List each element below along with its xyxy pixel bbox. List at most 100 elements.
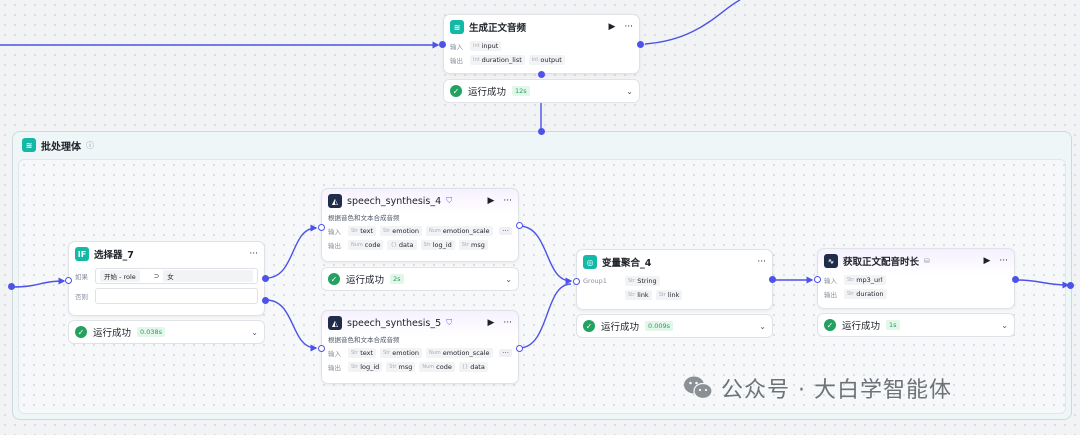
info-icon[interactable]: ⓘ xyxy=(86,140,94,150)
wechat-logo xyxy=(684,376,713,400)
play-icon[interactable]: ▶ xyxy=(983,256,991,266)
port-aggregate-out[interactable] xyxy=(769,276,776,283)
play-icon[interactable]: ▶ xyxy=(608,22,616,32)
more-inputs-button[interactable]: ··· xyxy=(499,227,512,235)
node-speech-synthesis-4[interactable]: ◭ speech_synthesis_4 ⛉ ▶ ··· 根据音色和文本合成音频… xyxy=(321,188,519,262)
port-speech5-out[interactable] xyxy=(516,345,523,352)
more-icon[interactable]: ··· xyxy=(757,257,766,267)
if-icon: IF xyxy=(75,247,89,261)
batch-title: 批处理体 xyxy=(41,141,81,153)
port-gen-audio-in[interactable] xyxy=(439,41,446,48)
batch-header: ≋ 批处理体 ⓘ xyxy=(13,132,1071,158)
node-title: 获取正文配音时长 xyxy=(843,257,920,268)
watermark: 公众号 · 大白学智能体 xyxy=(683,372,952,404)
audio-wave-icon: ◭ xyxy=(328,194,342,208)
node-actions: ··· xyxy=(757,257,766,267)
input-label: 输入 xyxy=(328,228,341,236)
chevron-down-icon[interactable]: ⌄ xyxy=(759,321,766,331)
status-text: 运行成功 xyxy=(601,322,640,333)
port-speech5-in[interactable] xyxy=(318,345,325,352)
layers-icon: ≋ xyxy=(450,20,464,34)
if-label: 如果 xyxy=(75,273,88,281)
more-icon[interactable]: ··· xyxy=(249,249,258,259)
verified-shield-icon: ⛉ xyxy=(446,196,453,205)
chevron-down-icon[interactable]: ⌄ xyxy=(505,274,512,284)
port-selector-else[interactable] xyxy=(262,297,269,304)
status-duration[interactable]: ✓ 运行成功 1s ⌄ xyxy=(817,313,1015,337)
port-gen-audio-out[interactable] xyxy=(637,41,644,48)
output-label: 输出 xyxy=(450,57,463,65)
status-speech4[interactable]: ✓ 运行成功 2s ⌄ xyxy=(321,267,519,291)
watermark-text: 公众号 · 大白学智能体 xyxy=(721,378,952,403)
node-header: ◎ 变量聚合_4 ··· xyxy=(577,250,772,274)
input-label: 输入 xyxy=(450,43,463,51)
aggregate-icon: ◎ xyxy=(583,255,597,269)
status-gen-audio[interactable]: ✓ 运行成功 12s ⌄ xyxy=(443,79,640,103)
more-icon[interactable]: ··· xyxy=(999,256,1008,266)
port-speech4-in[interactable] xyxy=(318,224,325,231)
time-badge: 0.038s xyxy=(137,327,166,337)
more-icon[interactable]: ··· xyxy=(503,318,512,328)
time-badge: 1s xyxy=(886,320,900,330)
status-aggregate[interactable]: ✓ 运行成功 0.009s ⌄ xyxy=(576,314,773,338)
status-selector[interactable]: ✓ 运行成功 0.038s ⌄ xyxy=(68,320,265,344)
layers-icon: ≋ xyxy=(22,138,36,152)
database-icon: ⛁ xyxy=(924,257,930,265)
play-icon[interactable]: ▶ xyxy=(487,196,495,206)
more-inputs-button[interactable]: ··· xyxy=(499,349,512,357)
port-aggregate-in[interactable] xyxy=(573,278,580,285)
port-batch-left[interactable] xyxy=(8,283,15,290)
else-box[interactable] xyxy=(95,288,258,304)
waveform-icon: ∿ xyxy=(824,254,838,268)
port-gen-audio-bottom[interactable] xyxy=(538,71,545,78)
port-batch-right[interactable] xyxy=(1067,282,1074,289)
node-header: ≋ 生成正文音频 ▶ ··· xyxy=(444,15,639,39)
node-speech-synthesis-5[interactable]: ◭ speech_synthesis_5 ⛉ ▶ ··· 根据音色和文本合成音频… xyxy=(321,310,519,384)
check-icon: ✓ xyxy=(450,85,462,97)
chevron-down-icon[interactable]: ⌄ xyxy=(1001,320,1008,330)
status-text: 运行成功 xyxy=(346,275,385,286)
port-selector-in[interactable] xyxy=(65,277,72,284)
chevron-down-icon[interactable]: ⌄ xyxy=(251,327,258,337)
more-icon[interactable]: ··· xyxy=(624,22,633,32)
else-row: 否则 xyxy=(69,286,264,306)
port-speech4-out[interactable] xyxy=(516,222,523,229)
port-duration-out[interactable] xyxy=(1012,276,1019,283)
node-header: ◭ speech_synthesis_4 ⛉ ▶ ··· xyxy=(322,189,518,213)
node-header: ◭ speech_synthesis_5 ⛉ ▶ ··· xyxy=(322,311,518,335)
node-selector[interactable]: IF 选择器_7 ··· 如果 开始 - role ⊃ 女 否则 xyxy=(68,241,265,316)
chevron-down-icon[interactable]: ⌄ xyxy=(626,86,633,96)
node-actions: ▶ ··· xyxy=(983,256,1008,266)
port-batch-top[interactable] xyxy=(538,128,545,135)
node-actions: ▶ ··· xyxy=(487,318,512,328)
check-icon: ✓ xyxy=(75,326,87,338)
check-icon: ✓ xyxy=(328,273,340,285)
play-icon[interactable]: ▶ xyxy=(487,318,495,328)
node-title: 选择器_7 xyxy=(94,250,134,261)
port-duration-in[interactable] xyxy=(814,276,821,283)
condition-box[interactable]: 开始 - role ⊃ 女 xyxy=(95,268,258,284)
check-icon: ✓ xyxy=(824,319,836,331)
node-actions: ▶ ··· xyxy=(608,22,633,32)
port-selector-if[interactable] xyxy=(262,275,269,282)
more-icon[interactable]: ··· xyxy=(503,196,512,206)
node-title: speech_synthesis_4 xyxy=(347,195,442,207)
